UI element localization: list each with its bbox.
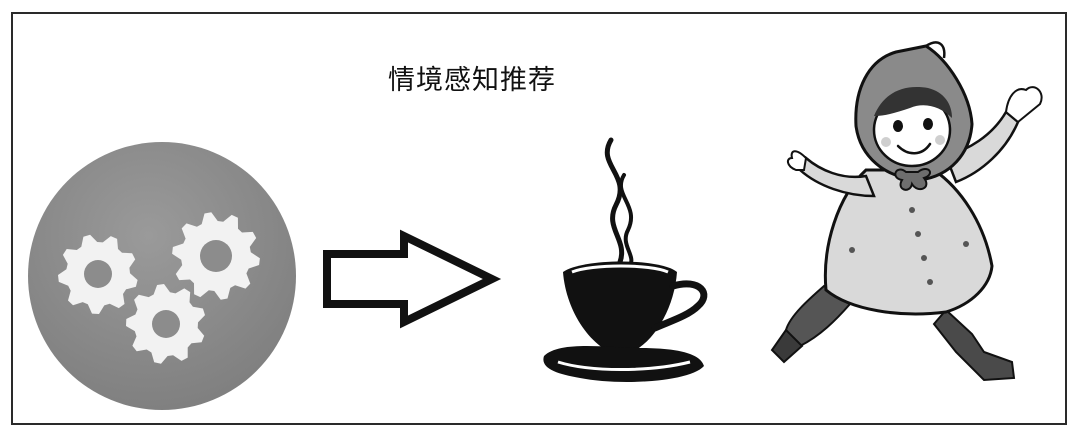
gear-icon: [172, 212, 260, 300]
diagram-title: 情境感知推荐: [388, 65, 556, 96]
gear-icon: [126, 284, 205, 364]
gear-icon: [58, 234, 138, 314]
